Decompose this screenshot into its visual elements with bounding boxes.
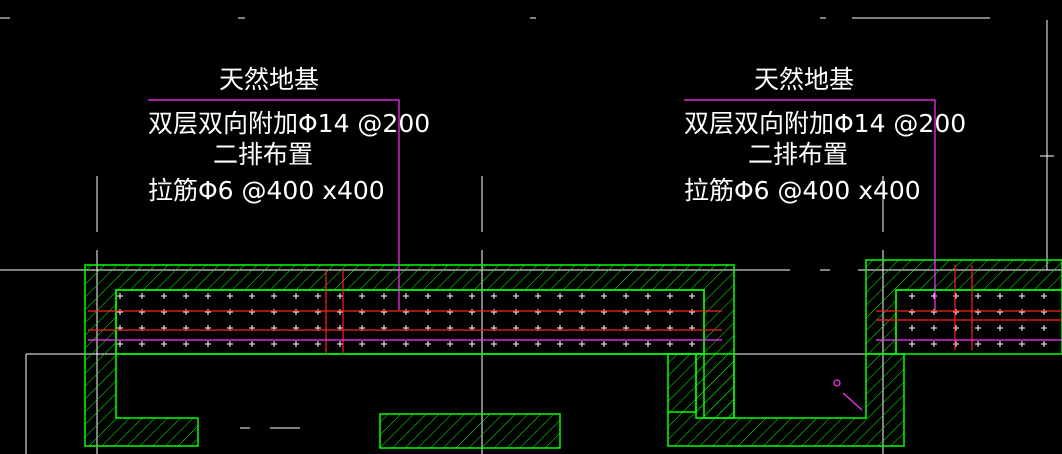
- pit-block-lower: [379, 413, 561, 449]
- note-right-line-3: 拉筋Φ6 @400 x400: [684, 176, 921, 205]
- note-left-title: 天然地基: [219, 65, 319, 94]
- note-left-line-3: 拉筋Φ6 @400 x400: [148, 176, 385, 205]
- pit-wall-middle: [667, 353, 905, 447]
- note-right-line-2: 二排布置: [748, 140, 848, 169]
- foundation-slab-left: [84, 264, 735, 447]
- foundation-slab-right: [865, 259, 1062, 355]
- rebar-lines: [88, 265, 1062, 354]
- leader-lines: [88, 99, 1062, 411]
- note-left: 天然地基 双层双向附加Φ14 @200 二排布置 拉筋Φ6 @400 x400: [148, 65, 430, 205]
- note-left-line-1: 双层双向附加Φ14 @200: [148, 109, 430, 138]
- note-left-line-2: 二排布置: [213, 140, 313, 169]
- note-right-title: 天然地基: [754, 65, 854, 94]
- note-right: 天然地基 双层双向附加Φ14 @200 二排布置 拉筋Φ6 @400 x400: [684, 65, 966, 205]
- note-right-line-1: 双层双向附加Φ14 @200: [684, 109, 966, 138]
